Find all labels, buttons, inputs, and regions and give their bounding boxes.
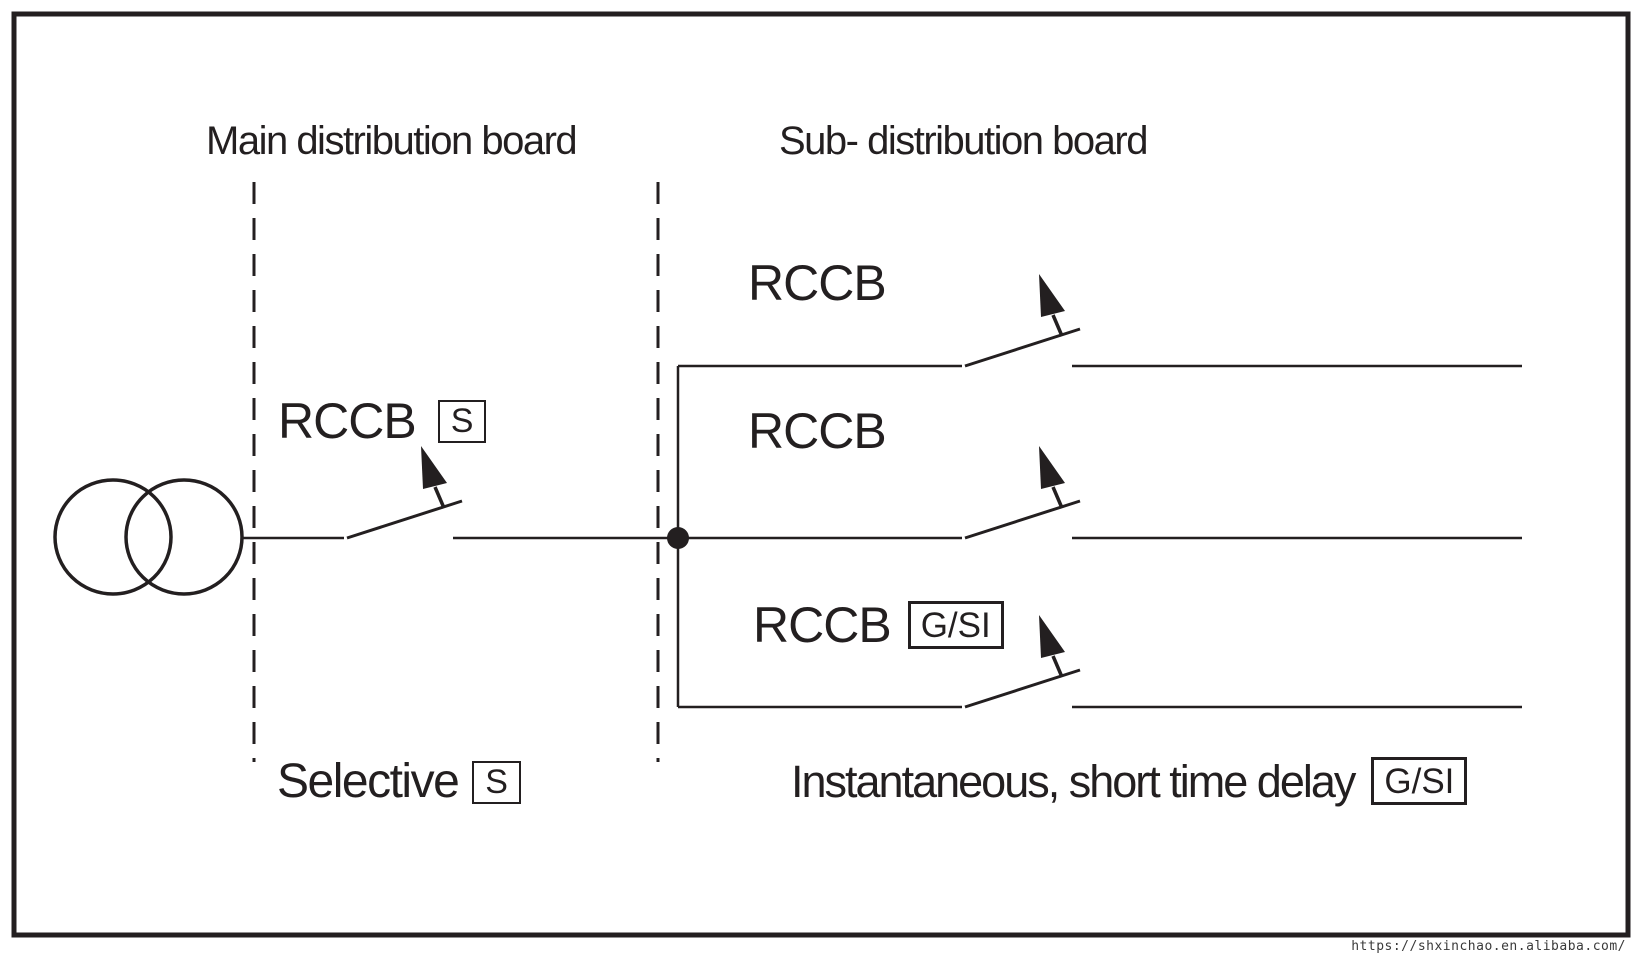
selective-s-tag-badge: S xyxy=(472,760,521,804)
main-rccb-label: RCCB xyxy=(278,393,417,449)
main-board-title: Main distribution board xyxy=(206,119,578,163)
branch3-rccb-label-row: RCCB G/SI xyxy=(753,600,1004,650)
branch2-rccb-switch-icon xyxy=(963,444,1082,540)
instantaneous-gsi-tag-badge: G/SI xyxy=(1371,757,1468,805)
branch1-rccb-label-row: RCCB xyxy=(748,255,887,311)
branch1-rccb-label: RCCB xyxy=(748,255,887,311)
branch1-rccb-switch-icon xyxy=(963,272,1082,368)
main-rccb-switch-icon xyxy=(345,444,464,540)
main-rccb-label-row: RCCB S xyxy=(278,393,487,449)
transformer-secondary-coil xyxy=(124,478,244,596)
transformer-primary-coil xyxy=(53,478,173,596)
branch2-rccb-label: RCCB xyxy=(748,403,887,459)
instantaneous-caption: Instantaneous, short time delay xyxy=(791,755,1356,807)
branch3-rccb-label: RCCB xyxy=(753,597,892,653)
instantaneous-caption-row: Instantaneous, short time delay G/SI xyxy=(791,755,1468,807)
s-tag-badge: S xyxy=(437,399,487,443)
sub-board-title: Sub- distribution board xyxy=(779,119,1148,163)
transformer-icon xyxy=(53,478,244,596)
junction-dot xyxy=(667,527,689,549)
branch2-rccb-label-row: RCCB xyxy=(748,403,887,459)
border-frame xyxy=(11,11,1631,938)
gsi-tag-badge: G/SI xyxy=(907,601,1004,649)
selective-caption: Selective xyxy=(277,755,460,808)
selective-caption-row: Selective S xyxy=(277,758,521,806)
watermark-url: https://shxinchao.en.alibaba.com/ xyxy=(1351,939,1626,954)
